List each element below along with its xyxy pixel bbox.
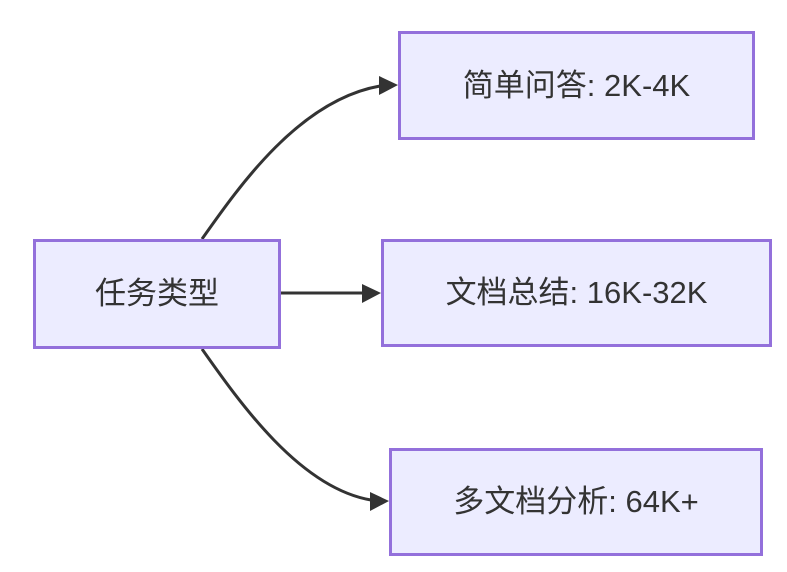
- arrowhead-icon: [379, 76, 398, 95]
- node-doc-summary: 文档总结: 16K-32K: [381, 239, 772, 347]
- edge-curve: [200, 84, 381, 240]
- edge-root-to-multi-doc: [200, 348, 389, 511]
- arrowhead-icon: [362, 284, 381, 303]
- node-simple-qa: 简单问答: 2K-4K: [398, 31, 755, 140]
- edge-root-to-simple-qa: [200, 76, 398, 240]
- arrowhead-icon: [370, 492, 389, 511]
- edge-curve: [200, 348, 372, 502]
- node-label: 任务类型: [95, 276, 219, 312]
- node-task-type: 任务类型: [33, 239, 281, 349]
- node-label: 多文档分析: 64K+: [453, 484, 699, 520]
- node-label: 简单问答: 2K-4K: [462, 67, 691, 103]
- node-multi-doc: 多文档分析: 64K+: [389, 448, 763, 556]
- edge-root-to-doc-summary: [281, 284, 381, 303]
- node-label: 文档总结: 16K-32K: [445, 275, 708, 311]
